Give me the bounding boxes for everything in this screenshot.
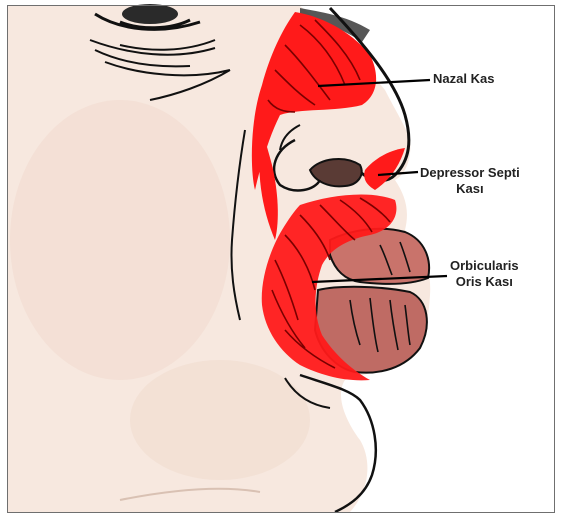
label-depressor-line1: Depressor Septi	[420, 165, 520, 181]
label-orbicularis-oris: Orbicularis Oris Kası	[450, 258, 519, 290]
eye	[122, 4, 178, 24]
cheek-shade	[10, 100, 230, 380]
label-depressor-septi: Depressor Septi Kası	[420, 165, 520, 197]
label-nasal-text: Nazal Kas	[433, 71, 494, 87]
label-depressor-line2: Kası	[420, 181, 520, 197]
label-nasal-muscle: Nazal Kas	[433, 71, 494, 87]
label-orbicularis-line2: Oris Kası	[450, 274, 519, 290]
label-orbicularis-line1: Orbicularis	[450, 258, 519, 274]
chin-shade	[130, 360, 310, 480]
